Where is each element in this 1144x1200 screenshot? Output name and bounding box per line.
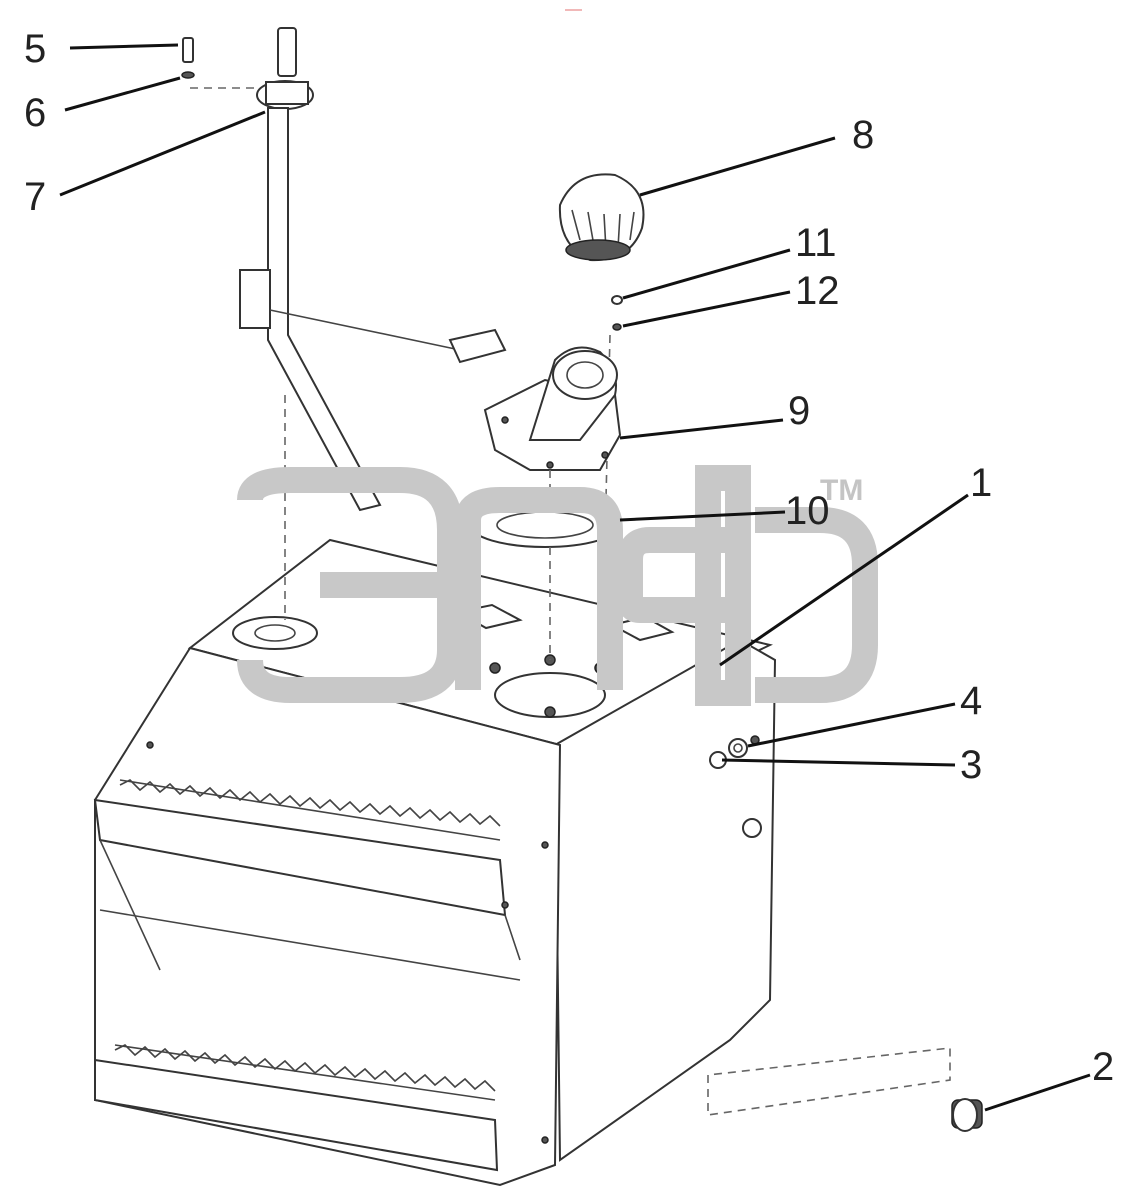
filler-cap [558,173,645,262]
callout-5: 5 [24,27,46,71]
watermark-trademark: TM [820,474,863,507]
callout-6: 6 [24,91,46,135]
callout-3: 3 [960,743,982,787]
callout-12: 12 [795,269,840,313]
callout-9: 9 [788,389,810,433]
leader-lines [59,43,1091,1112]
filler-neck [483,346,622,471]
callout-10: 10 [785,489,830,533]
drain-plug [707,1047,983,1132]
watermark-logo: TM [237,465,878,706]
callout-1: 1 [970,461,992,505]
callout-8: 8 [852,113,874,157]
sender-bolt-and-washer [181,37,268,89]
callout-2: 2 [1092,1045,1114,1089]
callout-labels: 5 6 7 8 11 12 9 10 1 4 3 2 [24,27,1114,1089]
gasket [469,470,621,660]
callout-7: 7 [24,175,46,219]
fuel-level-sender [239,27,507,620]
callout-11: 11 [795,221,837,265]
fuel-tank [93,538,777,1187]
callout-4: 4 [960,679,982,723]
